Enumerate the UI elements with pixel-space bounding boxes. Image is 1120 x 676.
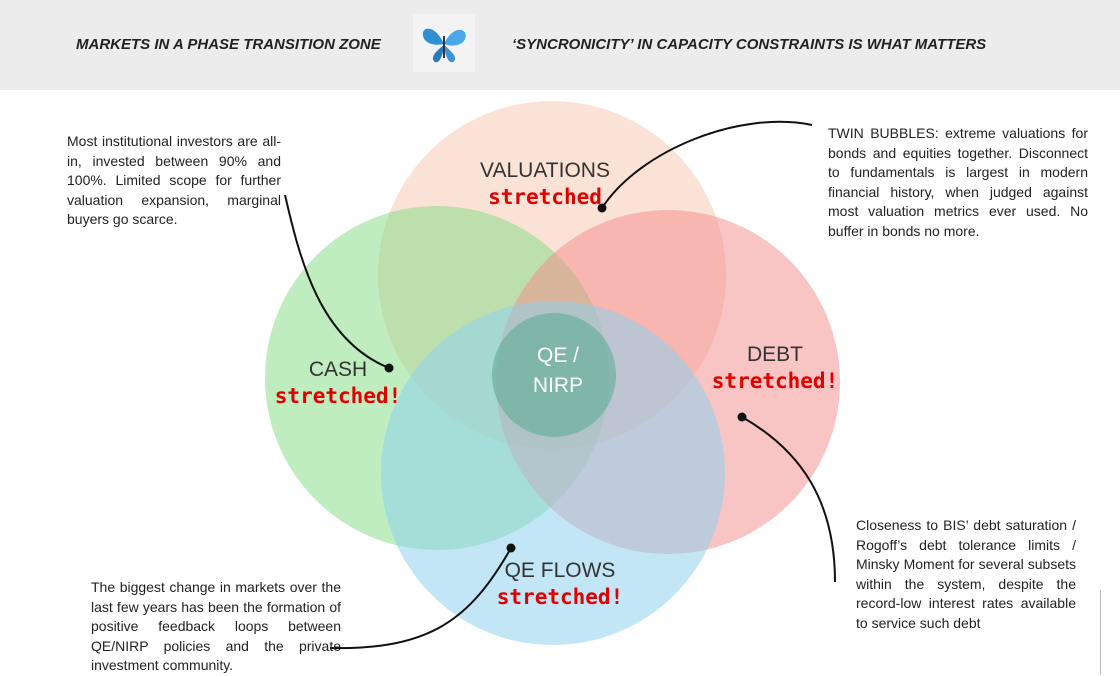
note-bottom-left: The biggest change in markets over the l… xyxy=(91,579,341,673)
cash-name: CASH xyxy=(308,358,368,381)
connector-dot xyxy=(737,412,747,422)
cash-status: stretched! xyxy=(274,384,402,408)
header-right-title: ‘SYNCRONICITY’ IN CAPACITY CONSTRAINTS I… xyxy=(512,36,987,53)
connector-dot xyxy=(384,363,394,373)
connector-bottom-right xyxy=(741,416,836,583)
qe-flows-label: QE FLOWS stretched! xyxy=(485,558,635,610)
valuations-label: VALUATIONS stretched xyxy=(470,158,620,210)
connector-dot xyxy=(506,543,516,553)
butterfly-icon xyxy=(413,14,475,72)
valuations-name: VALUATIONS xyxy=(480,159,610,182)
note-top-right: TWIN BUBBLES: extreme valuations for bon… xyxy=(828,125,1088,239)
note-top-left: Most institutional investors are all-in,… xyxy=(67,133,281,227)
qe-flows-status: stretched! xyxy=(496,585,624,609)
debt-status: stretched! xyxy=(711,369,839,393)
divider-line xyxy=(1100,590,1101,675)
debt-label: DEBT stretched! xyxy=(705,342,845,394)
qe-flows-name: QE FLOWS xyxy=(504,559,616,582)
debt-name: DEBT xyxy=(746,343,803,366)
center-line1: QE / xyxy=(536,344,579,367)
connector-bottom-left xyxy=(329,547,512,650)
connector-top-left xyxy=(284,194,390,369)
center-label: QE / NIRP xyxy=(513,341,603,401)
center-line2: NIRP xyxy=(532,374,584,397)
header-bar xyxy=(0,0,1120,90)
qe-flows-circle xyxy=(381,301,725,645)
note-bottom-right: Closeness to BIS’ debt saturation / Rogo… xyxy=(856,517,1076,631)
connector-dot xyxy=(597,203,607,213)
center-circle xyxy=(492,313,616,437)
cash-label: CASH stretched! xyxy=(268,357,408,409)
header-left-title: MARKETS IN A PHASE TRANSITION ZONE xyxy=(76,36,381,53)
valuations-status: stretched xyxy=(488,185,602,209)
connector-top-right xyxy=(601,120,813,209)
